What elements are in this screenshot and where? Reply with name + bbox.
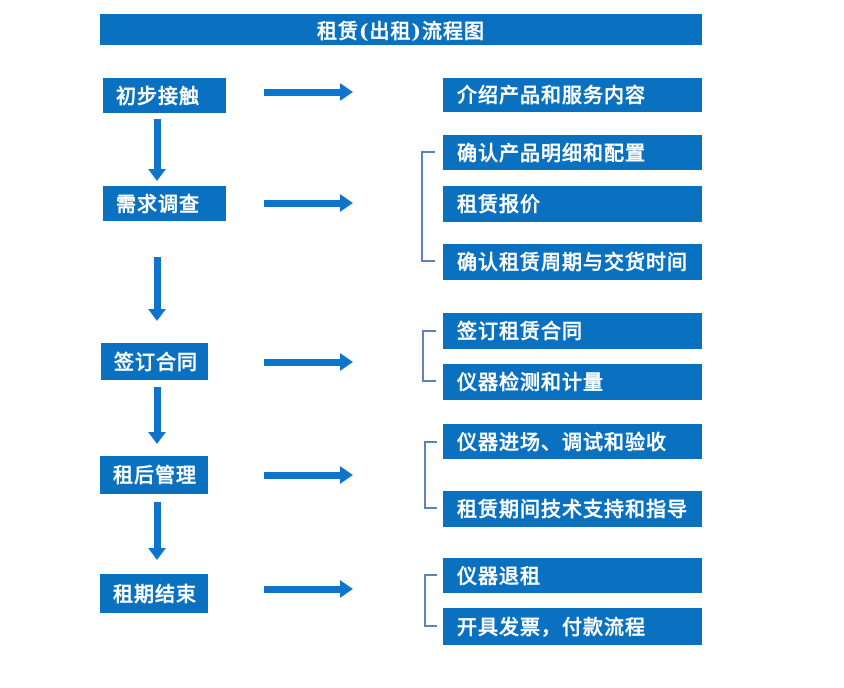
stage-sign-contract: 签订合同 — [101, 343, 208, 380]
arrow-shaft — [264, 358, 340, 366]
detail-rental-quote: 租赁报价 — [443, 186, 702, 222]
arrow-shaft — [153, 257, 161, 309]
arrow-shaft — [264, 471, 340, 479]
arrow-shaft — [153, 502, 161, 548]
down-arrow-icon — [148, 119, 166, 181]
detail-instrument-setup-acceptance: 仪器进场、调试和验收 — [443, 424, 702, 459]
right-arrow-icon — [264, 194, 353, 212]
stage-rental-end: 租期结束 — [100, 574, 208, 613]
right-arrow-icon — [264, 353, 353, 371]
detail-invoice-payment: 开具发票，付款流程 — [443, 608, 702, 645]
arrow-head — [340, 83, 353, 101]
detail-sign-rental-contract: 签订租赁合同 — [443, 313, 702, 349]
arrow-shaft — [264, 199, 340, 207]
stage-post-rental-management: 租后管理 — [100, 456, 208, 494]
arrow-shaft — [264, 585, 340, 593]
stage-initial-contact: 初步接触 — [103, 78, 226, 113]
arrow-shaft — [153, 119, 161, 169]
detail-confirm-product-config: 确认产品明细和配置 — [443, 135, 702, 170]
detail-instrument-return: 仪器退租 — [443, 558, 702, 593]
right-arrow-icon — [264, 83, 353, 101]
arrow-head — [340, 466, 353, 484]
arrow-head — [148, 548, 166, 560]
bracket-connector — [424, 441, 437, 509]
bracket-connector — [421, 151, 435, 262]
detail-instrument-testing: 仪器检测和计量 — [443, 364, 702, 400]
arrow-shaft — [153, 387, 161, 432]
down-arrow-icon — [148, 257, 166, 321]
arrow-shaft — [264, 88, 340, 96]
arrow-head — [148, 432, 166, 444]
detail-introduce-products: 介绍产品和服务内容 — [443, 78, 702, 112]
stage-demand-survey: 需求调查 — [103, 186, 226, 221]
arrow-head — [148, 169, 166, 181]
right-arrow-icon — [264, 466, 353, 484]
bracket-connector — [422, 330, 436, 382]
right-arrow-icon — [264, 580, 353, 598]
detail-confirm-rental-period: 确认租赁周期与交货时间 — [443, 244, 702, 280]
arrow-head — [340, 194, 353, 212]
flowchart-title: 租赁(出租)流程图 — [100, 14, 702, 45]
arrow-head — [340, 580, 353, 598]
bracket-connector — [424, 574, 437, 627]
arrow-head — [340, 353, 353, 371]
arrow-head — [148, 309, 166, 321]
down-arrow-icon — [148, 387, 166, 444]
detail-technical-support: 租赁期间技术支持和指导 — [443, 491, 702, 527]
down-arrow-icon — [148, 502, 166, 560]
